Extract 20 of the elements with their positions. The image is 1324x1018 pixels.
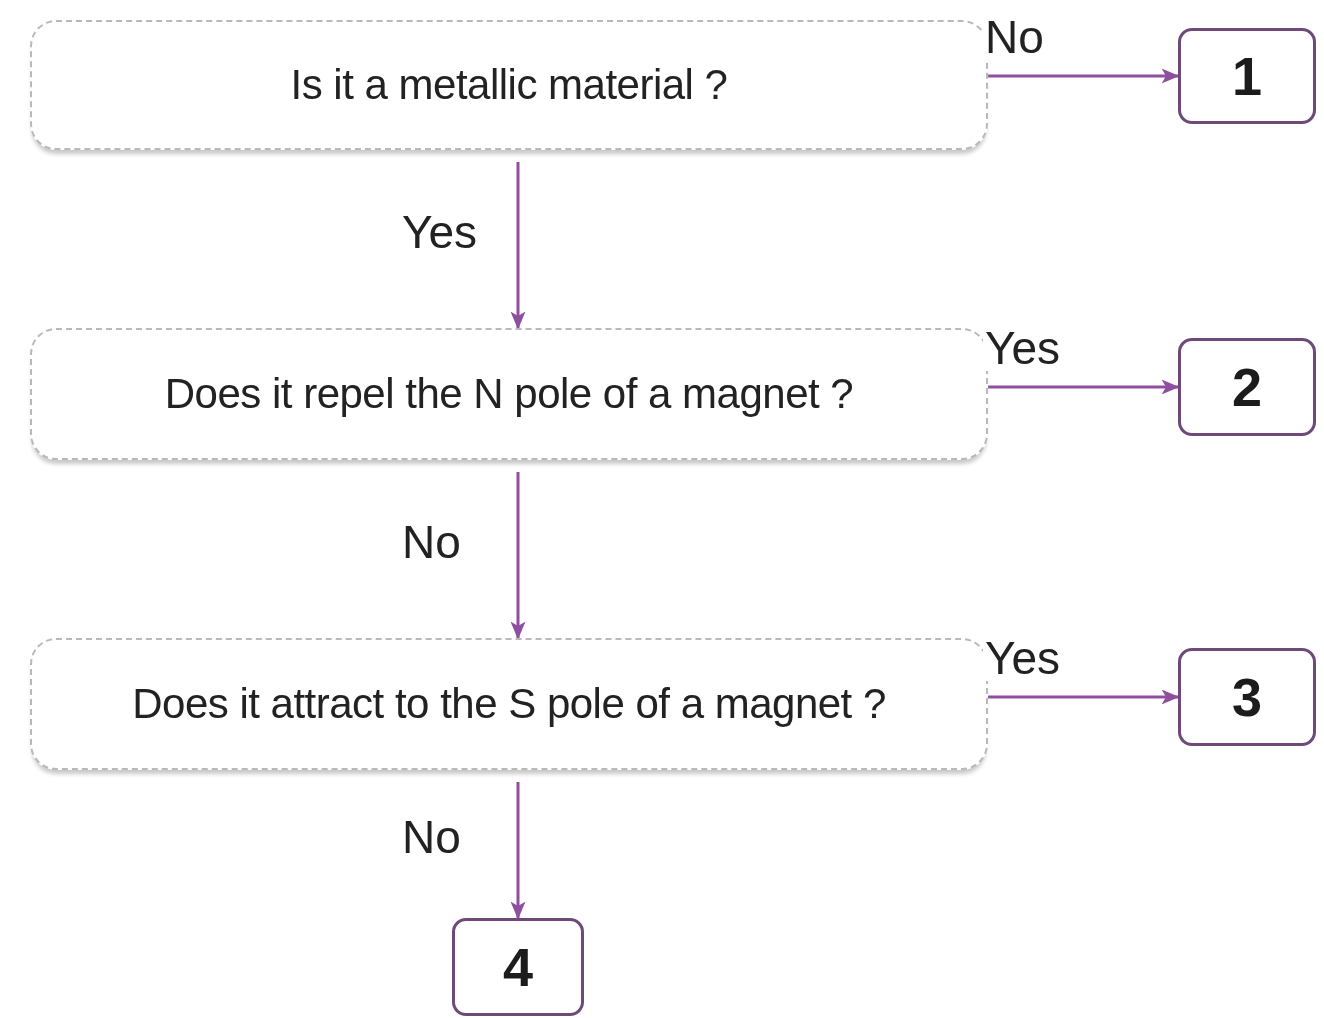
outcome-number: 4 [502,936,533,998]
question-box [30,20,988,150]
question-text: Does it repel the N pole of a magnet ? [164,370,854,418]
question-text: Is it a metallic material ? [290,61,728,109]
arrow [988,68,1180,84]
question-text: Does it attract to the S pole of a magnet ? [132,680,886,728]
outcome-number: 3 [1231,666,1262,728]
outcome-box [1178,28,1316,124]
outcome-number: 2 [1231,356,1262,418]
arrow [988,689,1180,705]
arrow [988,379,1180,395]
question-box [30,328,988,460]
question-box [30,638,988,770]
outcome-box [1178,648,1316,746]
arrow [510,782,526,920]
outcome-box [1178,338,1316,436]
outcome-number: 1 [1231,45,1262,107]
arrow [510,472,526,640]
outcome-box [452,918,584,1016]
arrow [510,162,526,330]
